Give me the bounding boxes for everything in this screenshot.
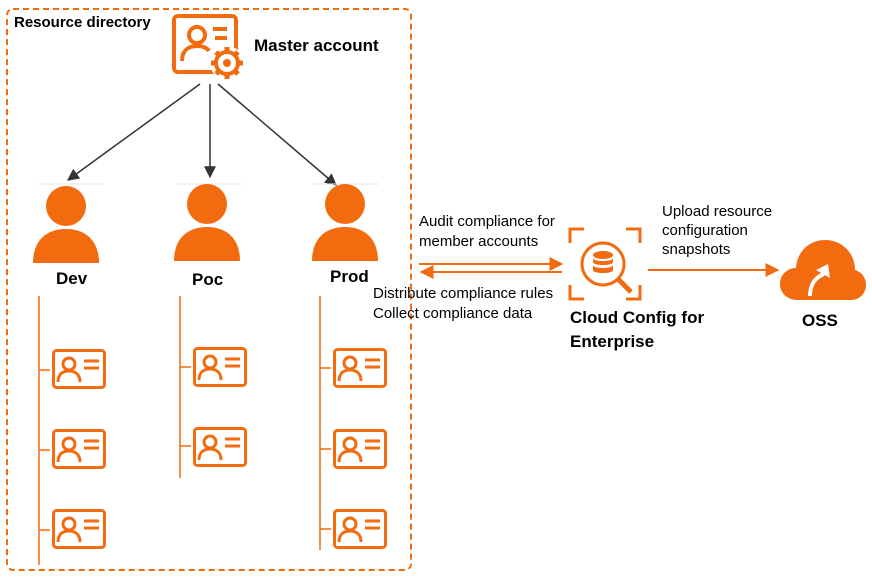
master-account-icon: [172, 14, 244, 80]
oss-cloud-icon: [780, 240, 866, 300]
id-card-icon: [193, 347, 247, 387]
resource-directory-boundary: [6, 8, 412, 571]
oss-label: OSS: [802, 311, 838, 330]
dev-resource-tree: [38, 296, 50, 565]
id-card-icon: [333, 429, 387, 469]
dev-account-label: Dev: [56, 269, 88, 288]
arrow-master-to-dev: [67, 83, 201, 181]
id-card-icon: [333, 348, 387, 388]
poc-person-icon: [174, 184, 240, 261]
id-card-icon: [193, 427, 247, 467]
arrow-master-to-prod: [217, 83, 337, 186]
poc-resource-tree: [179, 296, 191, 478]
dev-person-icon: [33, 186, 99, 263]
id-card-icon: [52, 349, 106, 389]
prod-person-icon: [312, 184, 378, 261]
cloud-config-label: Cloud Config for Enterprise: [570, 308, 705, 351]
resource-directory-title: Resource directory: [14, 14, 151, 31]
cloud-config-icon: [568, 227, 642, 301]
id-card-icon: [52, 429, 106, 469]
prod-resource-tree: [319, 296, 331, 550]
id-card-icon: [52, 509, 106, 549]
id-card-icon: [333, 509, 387, 549]
poc-account-label: Poc: [192, 270, 224, 289]
audit-flow-label: Audit compliance for member accounts: [419, 213, 555, 250]
distribute-flow-label: Distribute compliance rules Collect comp…: [373, 285, 554, 322]
upload-flow-label: Upload resource configuration snapshots: [662, 203, 773, 258]
prod-account-label: Prod: [330, 267, 369, 286]
master-account-label: Master account: [254, 36, 379, 55]
